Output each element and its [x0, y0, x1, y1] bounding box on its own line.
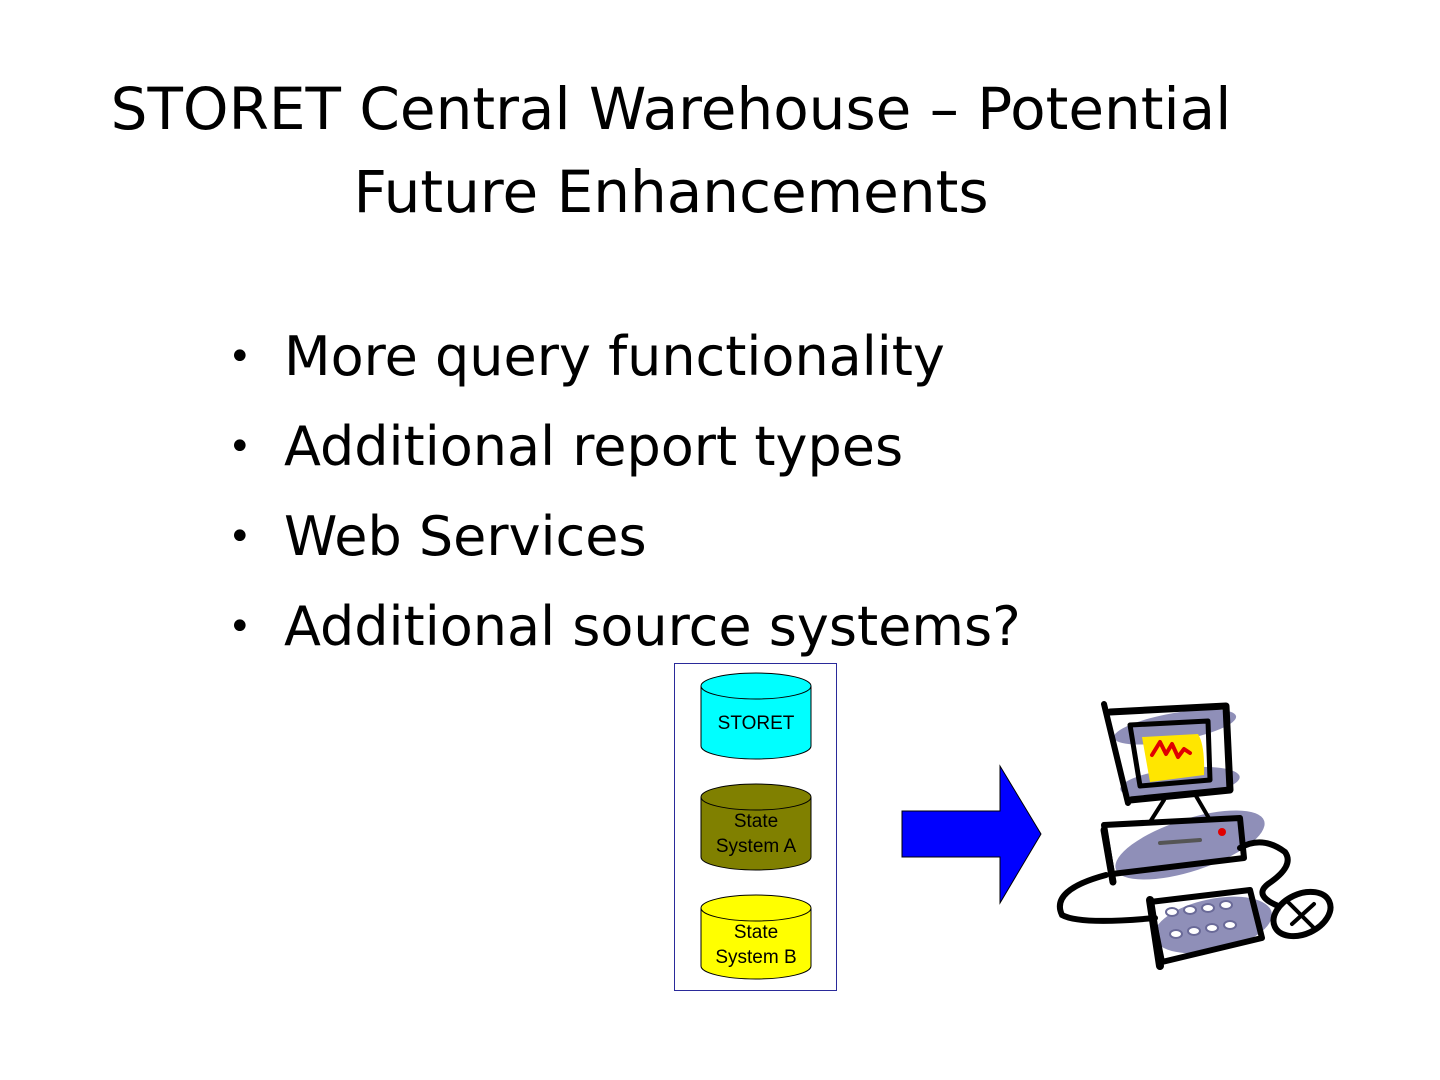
database-label: State: [734, 922, 778, 943]
database-top: [700, 783, 812, 811]
bullet-dot: •: [228, 604, 252, 650]
bullet-dot: •: [228, 334, 252, 380]
slide-title: STORET Central Warehouse – Potential Fut…: [60, 68, 1282, 234]
slide-title-line-1: STORET Central Warehouse – Potential: [110, 75, 1232, 143]
database-label: STORET: [718, 713, 795, 734]
bullet-dot: •: [228, 514, 252, 560]
bullet-text: Web Services: [284, 505, 647, 568]
bullet-text: Additional report types: [284, 415, 904, 478]
bullet-dot: •: [228, 424, 252, 470]
slide-title-line-2: Future Enhancements: [353, 158, 989, 226]
database-top: [700, 894, 812, 922]
database-label: State: [734, 811, 778, 832]
database-body: [700, 908, 812, 980]
bullet-text: More query functionality: [284, 325, 945, 388]
database-label: System A: [716, 836, 797, 857]
database-body: [700, 797, 812, 871]
bullet-item: • More query functionality: [228, 312, 1021, 402]
arrow-right-icon: [901, 764, 1042, 905]
database-label: System B: [715, 947, 796, 968]
bullet-item: • Additional source systems?: [228, 582, 1021, 672]
computer-clipart-icon: [1057, 701, 1334, 970]
database-body: [700, 686, 812, 760]
database-state-system-a: State System A: [700, 783, 812, 871]
database-storet: STORET: [700, 672, 812, 760]
bullet-item: • Additional report types: [228, 402, 1021, 492]
source-systems-frame: [674, 663, 837, 991]
bullet-item: • Web Services: [228, 492, 1021, 582]
bullet-list: • More query functionality • Additional re…: [228, 312, 1021, 672]
database-state-system-b: State System B: [700, 894, 812, 980]
bullet-text: Additional source systems?: [284, 595, 1021, 658]
database-top: [700, 672, 812, 700]
